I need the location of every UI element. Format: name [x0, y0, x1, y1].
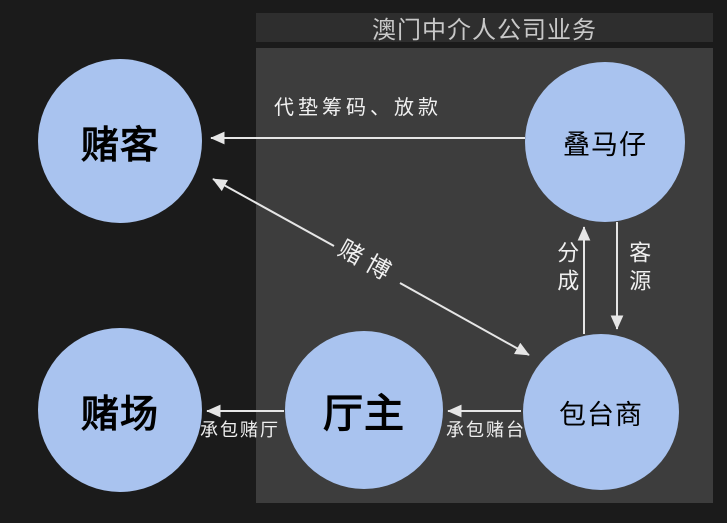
- panel-title: 澳门中介人公司业务: [372, 17, 597, 44]
- arrow-gambling-upper: [212, 178, 335, 247]
- label-customer-source: 客源: [626, 241, 652, 297]
- node-junket-agent: 叠马仔: [525, 62, 685, 222]
- node-gambler: 赌客: [38, 59, 202, 223]
- node-table-contractor: 包台商: [523, 334, 679, 490]
- arrow-gambling-lower: [399, 282, 530, 356]
- label-contract-tables: 承包赌台: [446, 420, 526, 441]
- label-profit-share: 分成: [554, 241, 580, 297]
- label-contract-hall: 承包赌厅: [200, 420, 280, 441]
- node-label: 厅主: [323, 392, 405, 436]
- label-advance-chips-lending: 代垫筹码、放款: [274, 97, 442, 119]
- panel-title-bar: 澳门中介人公司业务: [256, 13, 713, 44]
- node-hall-owner: 厅主: [285, 331, 443, 489]
- node-label: 赌场: [80, 393, 159, 436]
- node-casino: 赌场: [38, 328, 202, 492]
- node-label: 叠马仔: [563, 129, 647, 160]
- node-label: 赌客: [80, 124, 159, 167]
- node-label: 包台商: [559, 399, 643, 430]
